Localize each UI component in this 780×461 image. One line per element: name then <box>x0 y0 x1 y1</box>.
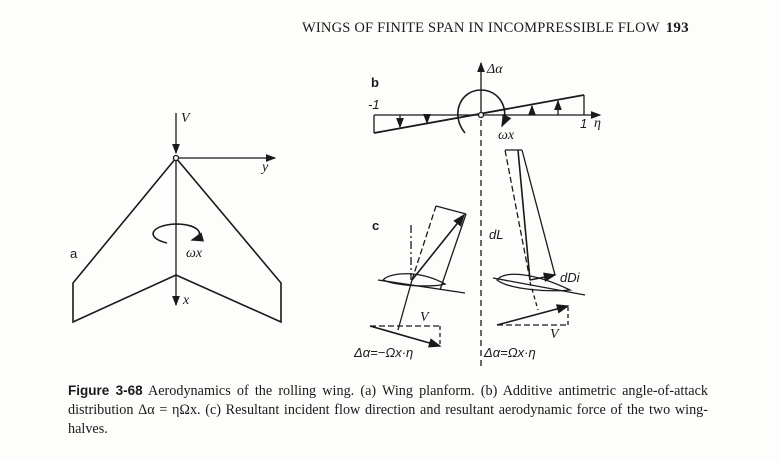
x-axis-label: x <box>183 293 190 308</box>
minus-one-tick: -1 <box>368 97 380 112</box>
equation-left: Δα=−Ωx·η <box>354 345 414 360</box>
page-number: 193 <box>665 20 689 36</box>
panel-a-label: a <box>70 246 78 261</box>
right-wing-section <box>492 149 586 326</box>
induced-drag-label: dDi <box>560 270 580 285</box>
wing-planform <box>72 113 282 324</box>
panel-b-label: b <box>371 75 379 90</box>
left-wing-section <box>369 205 467 348</box>
velocity-label-left: V <box>420 310 429 325</box>
running-header: WINGS OF FINITE SPAN IN INCOMPRESSIBLE F… <box>302 20 689 37</box>
eta-label: η <box>594 116 601 131</box>
delta-alpha-axis-label: Δα <box>487 62 503 77</box>
omega-label-b: ωx <box>498 128 515 143</box>
omega-label-a: ωx <box>186 246 203 261</box>
caption-text: Aerodynamics of the rolling wing. (a) Wi… <box>68 383 708 437</box>
lift-label: dL <box>489 227 504 242</box>
figure-caption: Figure 3-68 Aerodynamics of the rolling … <box>68 381 708 439</box>
figure-number: Figure 3-68 <box>68 383 143 398</box>
one-tick: 1 <box>580 116 588 131</box>
running-title: WINGS OF FINITE SPAN IN INCOMPRESSIBLE F… <box>302 20 660 36</box>
y-axis-label: y <box>262 160 269 175</box>
velocity-label-a: V <box>181 111 190 126</box>
alpha-distribution-plot <box>373 61 602 370</box>
equation-right: Δα=Ωx·η <box>484 345 536 360</box>
panel-c-label: c <box>372 218 380 233</box>
velocity-label-right: V <box>550 327 559 342</box>
